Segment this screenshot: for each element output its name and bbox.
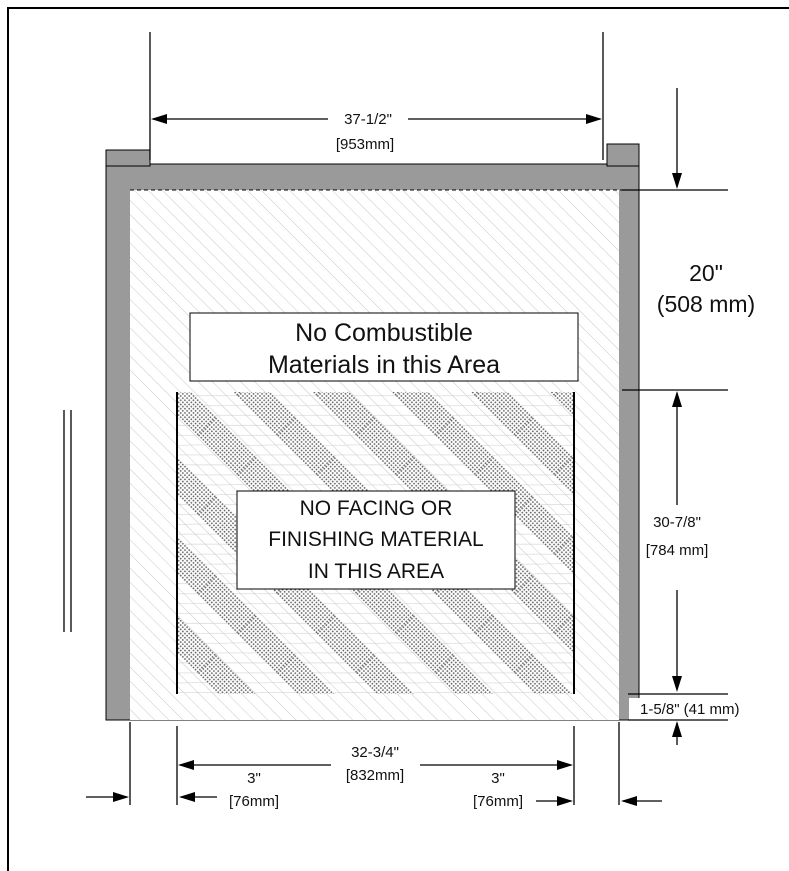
bottom-offset-label: 1-5/8" (41 mm) — [640, 701, 740, 718]
left-side-dimension: 3" [76mm] — [86, 722, 279, 810]
combustible-label-line1: No Combustible — [295, 319, 473, 347]
overall-width-label: 37-1/2" — [344, 111, 392, 128]
facing-label-line3: IN THIS AREA — [308, 560, 444, 583]
facing-label-line2: FINISHING MATERIAL — [268, 528, 483, 551]
left-side-mm-label: [76mm] — [229, 793, 279, 810]
right-side-label: 3" — [491, 770, 505, 787]
facing-label-line1: NO FACING OR — [300, 497, 453, 520]
opening-height-dimension: 30-7/8" [784 mm] — [622, 389, 728, 692]
overall-width-dimension: 37-1/2" [953mm] — [149, 32, 604, 160]
combustible-label-box: No Combustible Materials in this Area — [189, 312, 579, 382]
facing-label-box: NO FACING OR FINISHING MATERIAL IN THIS … — [236, 490, 516, 590]
opening-height-mm-label: [784 mm] — [646, 542, 709, 559]
overall-width-mm-label: [953mm] — [336, 136, 394, 153]
top-clearance-dimension: 20" (508 mm) — [622, 88, 755, 317]
left-side-label: 3" — [247, 770, 261, 787]
top-clearance-label: 20" — [689, 260, 723, 286]
bottom-offset-dimension: 1-5/8" (41 mm) — [628, 693, 775, 745]
right-side-mm-label: [76mm] — [473, 793, 523, 810]
right-side-dimension: 3" [76mm] — [473, 722, 662, 810]
opening-width-dimension: 32-3/4" [832mm] — [176, 726, 575, 805]
top-clearance-mm-label: (508 mm) — [657, 291, 755, 317]
opening-width-mm-label: [832mm] — [346, 767, 404, 784]
opening-width-label: 32-3/4" — [351, 744, 399, 761]
opening-height-label: 30-7/8" — [653, 514, 701, 531]
combustible-label-line2: Materials in this Area — [268, 351, 500, 379]
page-border — [7, 7, 789, 871]
